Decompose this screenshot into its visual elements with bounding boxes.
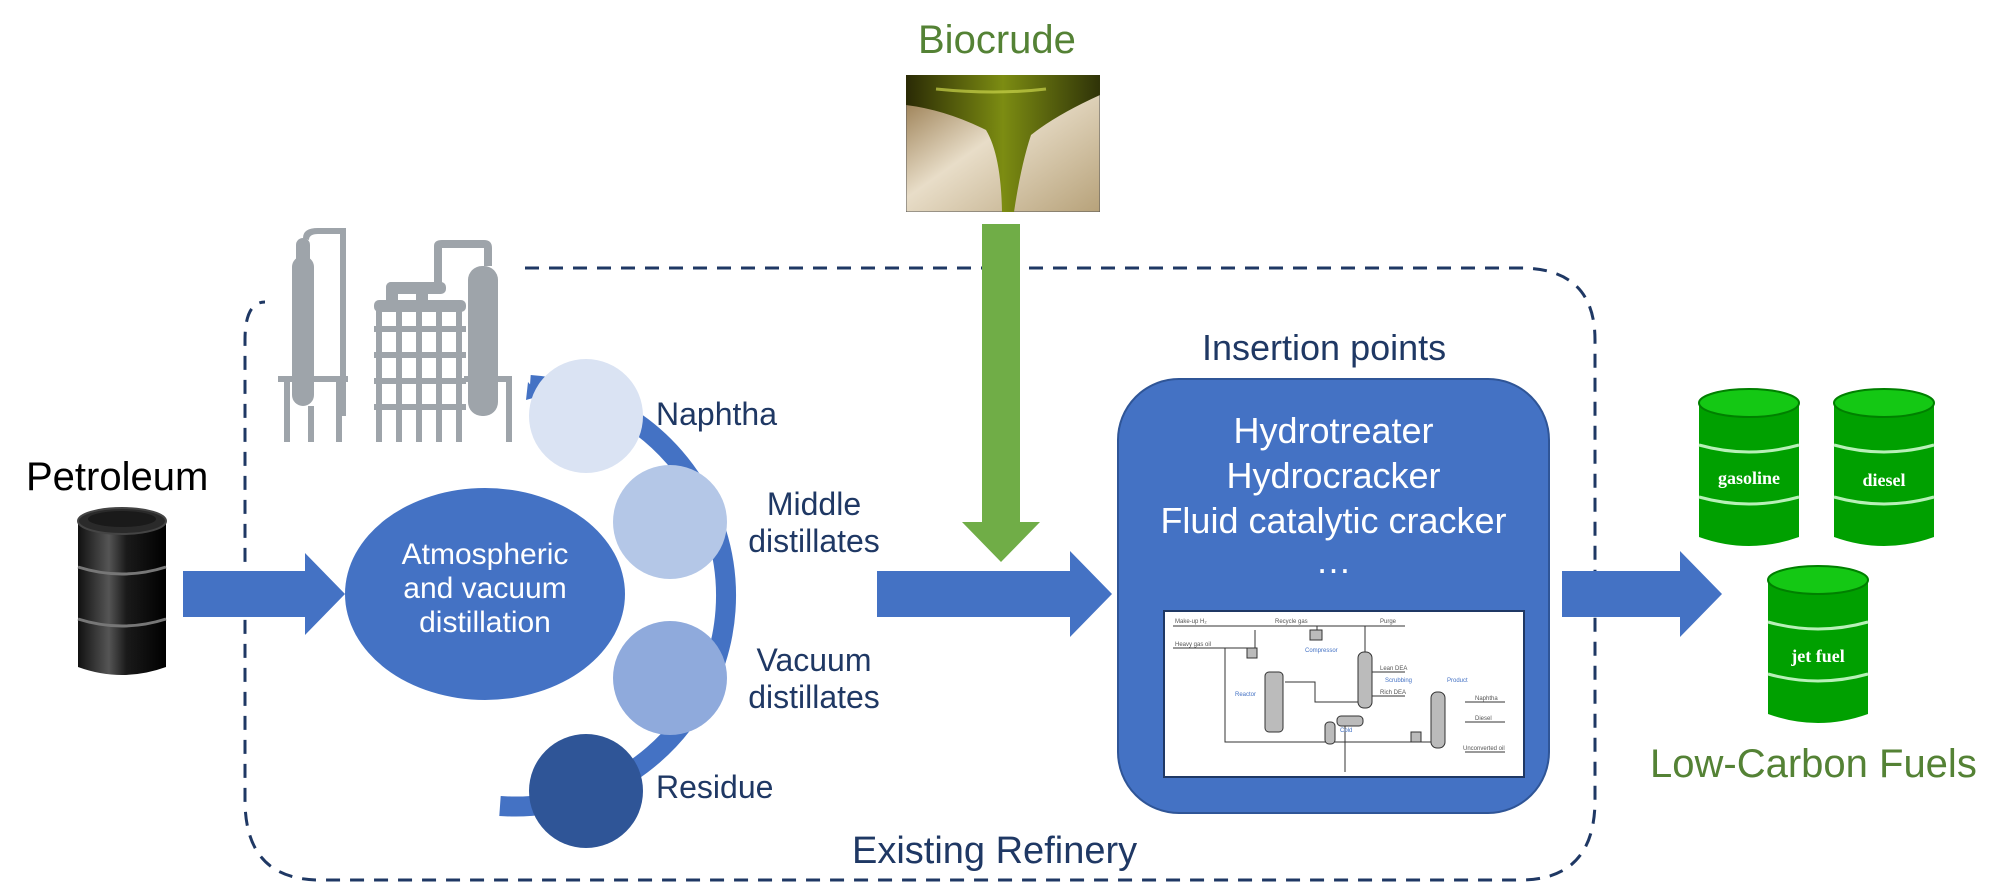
distillation-line: distillation <box>419 606 551 639</box>
process-flow-schematic-icon: Make-up H₂ Recycle gas Purge Heavy gas o… <box>1173 619 1505 772</box>
process-more: … <box>1315 540 1352 581</box>
low-carbon-fuels-label: Low-Carbon Fuels <box>1650 742 1977 786</box>
fraction-label-line: Middle <box>766 486 862 522</box>
fuel-barrel-icon <box>1698 388 1800 546</box>
biocrude-label: Biocrude <box>918 18 1076 62</box>
refinery-silhouette-icon <box>278 228 512 442</box>
fuel-label-jet-fuel: jet fuel <box>1791 646 1845 666</box>
distillation-ellipse <box>345 488 625 700</box>
fuel-label-diesel: diesel <box>1862 470 1906 490</box>
fuel-label-gasoline: gasoline <box>1717 468 1780 488</box>
petroleum-arrow <box>183 553 345 635</box>
distillation-line: and vacuum <box>403 572 567 605</box>
svg-text:Lean DEA: Lean DEA <box>1380 666 1407 672</box>
biocrude-arrow <box>962 224 1040 562</box>
fuel-barrel-icon <box>1833 388 1935 546</box>
svg-text:Reactor: Reactor <box>1235 692 1256 698</box>
process-hydrotreater: Hydrotreater <box>1233 410 1434 451</box>
svg-text:Heavy gas oil: Heavy gas oil <box>1175 642 1211 648</box>
svg-text:Rich DEA: Rich DEA <box>1380 690 1406 696</box>
svg-text:Cold: Cold <box>1340 728 1352 734</box>
svg-text:Diesel: Diesel <box>1475 716 1492 722</box>
fraction-label-naphtha: Naphtha <box>656 396 777 432</box>
svg-text:Naphtha: Naphtha <box>1475 696 1498 702</box>
biocrude-photo <box>906 75 1100 212</box>
distillates-arrow <box>877 551 1112 637</box>
fraction-circle-vacuum-distillates <box>613 621 727 735</box>
fraction-label-line: distillates <box>748 679 880 715</box>
svg-text:Scrubbing: Scrubbing <box>1385 678 1412 684</box>
fuel-barrel-icon <box>1767 565 1869 723</box>
existing-refinery-label: Existing Refinery <box>852 830 1138 872</box>
svg-text:Compressor: Compressor <box>1305 648 1338 654</box>
svg-text:Make-up H₂: Make-up H₂ <box>1175 619 1207 625</box>
oil-barrel-icon <box>77 507 167 675</box>
insertion-points-label: Insertion points <box>1202 327 1447 368</box>
petroleum-label: Petroleum <box>26 455 209 499</box>
fraction-label-line: Vacuum <box>756 642 872 678</box>
fraction-circle-naphtha <box>529 359 643 473</box>
fraction-label-line: distillates <box>748 523 880 559</box>
distillation-title: Atmospheric and vacuum distillation <box>345 538 625 640</box>
svg-text:Purge: Purge <box>1380 619 1397 625</box>
process-hydrocracker: Hydrocracker <box>1226 455 1441 496</box>
svg-text:Product: Product <box>1447 678 1468 684</box>
fraction-label-residue: Residue <box>656 769 774 805</box>
svg-text:Recycle gas: Recycle gas <box>1275 619 1308 625</box>
process-schematic: Make-up H₂ Recycle gas Purge Heavy gas o… <box>1163 610 1525 778</box>
process-box: Hydrotreater Hydrocracker Fluid catalyti… <box>1117 378 1550 814</box>
distillation-line: Atmospheric <box>401 538 569 571</box>
output-arrow <box>1562 551 1722 637</box>
process-fcc: Fluid catalytic cracker <box>1160 500 1507 541</box>
fraction-label-middle-distillates: Middle distillates <box>740 486 888 560</box>
svg-text:Unconverted oil: Unconverted oil <box>1463 746 1505 752</box>
fraction-label-vacuum-distillates: Vacuum distillates <box>740 642 888 716</box>
fraction-circle-middle-distillates <box>613 465 727 579</box>
fraction-circle-residue <box>529 734 643 848</box>
